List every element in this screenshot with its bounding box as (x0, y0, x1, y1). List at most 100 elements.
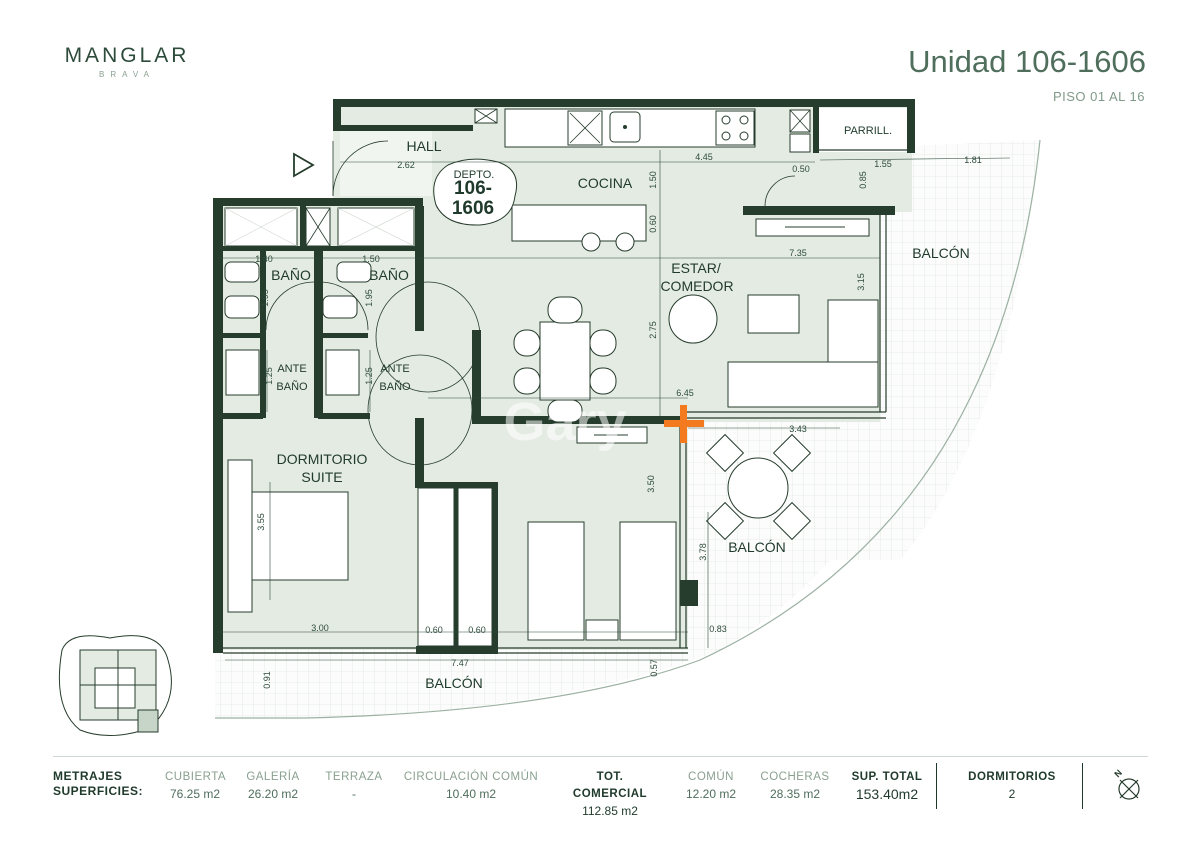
stool (615, 232, 635, 252)
dim-315: 3.15 (856, 273, 866, 291)
dim-150b: 1.50 (362, 254, 380, 264)
brand-logo: MANGLAR BRAVA (57, 44, 197, 79)
side-table (668, 294, 718, 344)
areas-footer: METRAJES SUPERFICIES: CUBIERTA 76.25 m2 … (53, 757, 1148, 820)
dim-083: 0.83 (709, 624, 727, 634)
balcony-outline (215, 139, 1041, 719)
dim-195b: 1.95 (364, 289, 374, 307)
dim-355: 3.55 (256, 513, 266, 531)
footer-separator-1 (936, 763, 937, 809)
dim-091: 0.91 (262, 671, 272, 689)
dim-140: 1.40 (255, 254, 273, 264)
unit-tag-line3: 1606 (452, 198, 494, 219)
col-terraza: TERRAZA - (323, 769, 385, 803)
stool (581, 232, 601, 252)
dim-300: 3.00 (311, 623, 329, 633)
col-dormitorios: DORMITORIOS 2 (956, 769, 1068, 803)
col-sup-total-value: 153.40m2 (855, 786, 919, 802)
col-tot-comercial-label: TOT. COMERCIAL (572, 771, 648, 800)
floor-plan: DEPTO. 106- 1606 (58, 99, 1041, 737)
room-hall: HALL (406, 138, 441, 154)
dim-060: 0.60 (648, 215, 658, 233)
room-bano-2: BAÑO (369, 267, 409, 283)
sink-icon (567, 110, 603, 146)
bidet-icon (224, 295, 260, 319)
room-balcon-mid: BALCÓN (728, 539, 786, 555)
room-cocina: COCINA (578, 175, 633, 191)
balcony-bottom-area (215, 650, 720, 718)
dim-085: 0.85 (858, 171, 868, 189)
col-terraza-label: TERRAZA (325, 771, 383, 783)
col-cocheras-value: 28.35 m2 (769, 787, 821, 801)
dim-350: 3.50 (646, 475, 656, 493)
brand-name: MANGLAR (64, 44, 190, 67)
unit-tag-line2: 106- (454, 178, 492, 199)
col-comun: COMÚN 12.20 m2 (680, 769, 742, 803)
room-bano-1: BAÑO (271, 267, 311, 283)
single-bed-2 (619, 521, 677, 641)
col-circulacion-value: 10.40 m2 (445, 787, 497, 801)
footer-divider (53, 756, 1148, 757)
room-ante-1a: ANTE (277, 363, 306, 375)
col-circulacion: CIRCULACIÓN COMÚN 10.40 m2 (403, 769, 539, 803)
dim-150: 1.50 (648, 171, 658, 189)
unit-title: Unidad 106-1606 (908, 44, 1146, 79)
col-cubierta-label: CUBIERTA (165, 771, 227, 783)
dim-050: 0.50 (792, 164, 810, 174)
floor-range: PISO 01 AL 16 (1052, 89, 1145, 104)
sofa-chaise (827, 299, 879, 363)
room-balcon-right: BALCÓN (912, 245, 970, 261)
col-terraza-value: - (352, 787, 356, 801)
unit-tag-line1: DEPTO. (454, 169, 495, 181)
sofa (727, 361, 879, 408)
superficies-text: SUPERFICIES: (53, 784, 144, 798)
watermark-plus-icon (664, 405, 704, 443)
col-cocheras-label: COCHERAS (760, 771, 830, 783)
entry-arrow-icon (293, 152, 315, 178)
dim-275: 2.75 (648, 321, 658, 339)
col-dormitorios-label: DORMITORIOS (968, 771, 1056, 783)
north-label: N (1112, 768, 1124, 780)
unit-tag (433, 158, 518, 226)
metrajes-label: METRAJES SUPERFICIES: (53, 769, 143, 799)
col-cocheras: COCHERAS 28.35 m2 (758, 769, 832, 803)
room-suite: SUITE (301, 469, 342, 485)
col-sup-total-label: SUP. TOTAL (851, 771, 923, 783)
closet-1 (417, 487, 455, 647)
col-galeria-label: GALERÍA (246, 771, 300, 783)
brand-sub: BRAVA (99, 70, 155, 79)
closet-2 (457, 487, 493, 647)
vanity-1 (225, 349, 260, 396)
col-galeria-value: 26.20 m2 (247, 787, 299, 801)
key-plan-icon (58, 635, 172, 737)
kitchen-sink-icon (609, 111, 641, 143)
room-estar: ESTAR/ (671, 260, 721, 276)
cooktop-icon (715, 110, 755, 146)
bidet-icon (322, 295, 358, 319)
col-dormitorios-value: 2 (1008, 787, 1016, 801)
metrajes-text: METRAJES (53, 769, 123, 783)
dim-262: 2.62 (397, 160, 415, 170)
room-comedor: COMEDOR (660, 278, 733, 294)
toilet-icon (336, 261, 372, 283)
dining-table (513, 296, 617, 423)
dim-645: 6.45 (676, 388, 694, 398)
dim-060b: 0.60 (468, 625, 486, 635)
col-tot-comercial: TOT. COMERCIAL 112.85 m2 (558, 769, 662, 820)
vanity-2 (325, 349, 360, 396)
single-bed-1 (527, 521, 585, 641)
toilet-icon (224, 261, 260, 283)
room-dormitorio: DORMITORIO (277, 451, 368, 467)
dim-125b: 1.25 (364, 367, 374, 385)
dim-343: 3.43 (789, 424, 807, 434)
north-compass-icon: N (1112, 768, 1140, 800)
parrilla-area (818, 108, 908, 152)
room-ante-1b: BAÑO (276, 380, 308, 393)
dim-378: 3.78 (698, 543, 708, 561)
room-ante-2b: BAÑO (379, 380, 411, 393)
watermark: Gary (503, 392, 626, 452)
dim-155: 1.55 (874, 159, 892, 169)
col-comun-label: COMÚN (688, 771, 734, 783)
dim-195a: 1.95 (260, 289, 270, 307)
room-parrilla: PARRILL. (844, 125, 892, 137)
